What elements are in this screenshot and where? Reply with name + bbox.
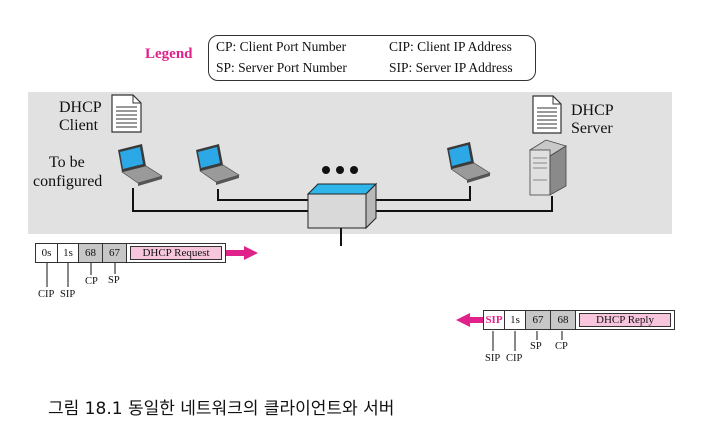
reply-label-cp: CP [555, 341, 568, 352]
reply-cell-sip: SIP [484, 311, 505, 329]
configured-label-line1: To be [49, 154, 85, 171]
request-packet: 0s 1s 68 67 DHCP Request [35, 243, 226, 263]
laptop-icon-2 [196, 144, 240, 185]
laptop-icon-1 [118, 144, 163, 186]
legend-box [208, 35, 536, 81]
figure-caption: 그림 18.1 동일한 네트워크의 클라이언트와 서버 [48, 399, 395, 419]
request-arrow-icon [226, 246, 258, 260]
server-tower-icon [529, 139, 567, 196]
reply-arrow-icon [456, 313, 485, 327]
legend-cip: CIP: Client IP Address [389, 39, 512, 54]
switch-icon [306, 182, 378, 230]
legend-cp: CP: Client Port Number [216, 39, 347, 54]
reply-packet: SIP 1s 67 68 DHCP Reply [483, 310, 675, 330]
request-label-sp: SP [108, 275, 120, 286]
client-label-line1: DHCP [59, 99, 102, 116]
client-document-icon [111, 94, 142, 133]
server-label-line2: Server [571, 120, 613, 137]
reply-label-cip: CIP [506, 353, 523, 364]
server-document-icon [532, 95, 562, 134]
ellipsis-dots [322, 166, 358, 174]
configured-label-line2: configured [33, 173, 103, 190]
legend-title: Legend [145, 46, 193, 62]
request-cell-sp: 67 [103, 244, 127, 262]
legend-sip: SIP: Server IP Address [389, 60, 513, 75]
request-label-sip: SIP [60, 289, 76, 300]
reply-ticks [492, 331, 563, 351]
reply-cell-cp: 68 [551, 311, 576, 329]
request-message: DHCP Request [130, 246, 222, 260]
client-label-line2: Client [59, 117, 99, 134]
reply-label-sp: SP [530, 341, 542, 352]
reply-cell-sp: 67 [526, 311, 551, 329]
request-label-cp: CP [85, 276, 98, 287]
request-ticks [46, 263, 116, 287]
network-cables [132, 186, 553, 246]
request-cell-cip: 0s [36, 244, 58, 262]
reply-label-sip: SIP [485, 353, 501, 364]
legend-sp: SP: Server Port Number [216, 60, 347, 75]
request-cell-cp: 68 [79, 244, 103, 262]
reply-message: DHCP Reply [579, 313, 671, 327]
server-label-line1: DHCP [571, 102, 614, 119]
request-cell-sip: 1s [58, 244, 79, 262]
request-label-cip: CIP [38, 289, 55, 300]
reply-cell-cip: 1s [505, 311, 526, 329]
laptop-icon-3 [447, 142, 491, 183]
